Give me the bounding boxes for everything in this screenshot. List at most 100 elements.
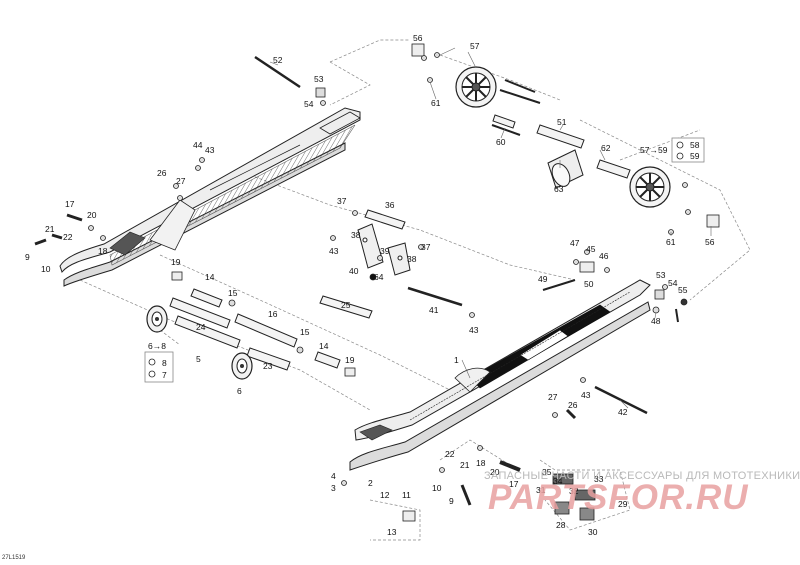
callout-60[interactable]: 60 (496, 137, 506, 147)
callout-63[interactable]: 63 (554, 184, 564, 194)
callout-43-right[interactable]: 43 (581, 390, 591, 400)
callout-15-lower[interactable]: 15 (300, 327, 310, 337)
callout-17-right[interactable]: 17 (509, 479, 519, 489)
idler-wheel-57-lower (629, 166, 671, 208)
callout-38[interactable]: 38 (351, 230, 361, 240)
callout-55[interactable]: 55 (678, 285, 688, 295)
callout-9-right[interactable]: 9 (449, 496, 454, 506)
callout-7[interactable]: 7 (162, 370, 167, 380)
left-slide-rail (59, 107, 361, 287)
callout-20-right[interactable]: 20 (490, 467, 500, 477)
callout-53[interactable]: 53 (314, 74, 324, 84)
callout-13[interactable]: 13 (387, 527, 397, 537)
callout-59[interactable]: 59 (690, 151, 700, 161)
callout-41[interactable]: 41 (429, 305, 439, 315)
callout-2[interactable]: 2 (368, 478, 373, 488)
callout-26-right[interactable]: 26 (568, 400, 578, 410)
callout-14-lower[interactable]: 14 (319, 341, 329, 351)
wheel-6-upper (146, 305, 168, 333)
callout-23[interactable]: 23 (263, 361, 273, 371)
callout-47[interactable]: 47 (570, 238, 580, 248)
callout-26[interactable]: 26 (157, 168, 167, 178)
callout-32[interactable]: 32 (569, 486, 579, 496)
callout-5[interactable]: 5 (196, 354, 201, 364)
shafts (169, 55, 648, 415)
callout-21-right[interactable]: 21 (460, 460, 470, 470)
callout-49[interactable]: 49 (538, 274, 548, 284)
callout-43-lower[interactable]: 43 (469, 325, 479, 335)
callout-25[interactable]: 25 (341, 300, 351, 310)
callout-20[interactable]: 20 (87, 210, 97, 220)
callout-53-right[interactable]: 53 (656, 270, 666, 280)
callout-43[interactable]: 43 (205, 145, 215, 155)
wheel-6-lower (231, 352, 253, 380)
callout-10-left[interactable]: 10 (41, 264, 51, 274)
callout-33[interactable]: 33 (594, 474, 604, 484)
callout-27-right[interactable]: 27 (548, 392, 558, 402)
tube-63 (547, 149, 584, 189)
callout-15[interactable]: 15 (228, 288, 238, 298)
callout-3[interactable]: 3 (331, 483, 336, 493)
callout-18-right[interactable]: 18 (476, 458, 486, 468)
callout-46[interactable]: 46 (599, 251, 609, 261)
callout-54[interactable]: 54 (304, 99, 314, 109)
callout-56[interactable]: 56 (413, 33, 423, 43)
callout-50[interactable]: 50 (584, 279, 594, 289)
figure-id: 27L1519 (2, 555, 26, 561)
callout-21[interactable]: 21 (45, 224, 55, 234)
callout-62[interactable]: 62 (601, 143, 611, 153)
callout-18[interactable]: 18 (98, 246, 108, 256)
callout-45[interactable]: 45 (586, 244, 596, 254)
callout-34[interactable]: 34 (553, 476, 563, 486)
callout-51[interactable]: 51 (557, 117, 567, 127)
callout-24[interactable]: 24 (196, 322, 206, 332)
callout-44[interactable]: 44 (193, 140, 203, 150)
callout-37[interactable]: 37 (337, 196, 347, 206)
callout-19[interactable]: 19 (171, 257, 181, 267)
callout-42[interactable]: 42 (618, 407, 628, 417)
callout-54-right[interactable]: 54 (668, 278, 678, 288)
callout-30[interactable]: 30 (588, 527, 598, 537)
callout-61-right[interactable]: 61 (666, 237, 676, 247)
kit-6-to-8[interactable]: 6→8 (148, 341, 166, 351)
callout-28[interactable]: 28 (556, 520, 566, 530)
callout-64[interactable]: 64 (374, 272, 384, 282)
callout-58[interactable]: 58 (690, 140, 700, 150)
callout-1[interactable]: 1 (454, 355, 459, 365)
callout-22[interactable]: 22 (63, 232, 73, 242)
callout-43-middle[interactable]: 43 (329, 246, 339, 256)
suspension-bracket (357, 223, 411, 276)
hardware (34, 43, 720, 522)
callout-52[interactable]: 52 (273, 55, 283, 65)
callout-14[interactable]: 14 (205, 272, 215, 282)
callout-56-right[interactable]: 56 (705, 237, 715, 247)
callout-10[interactable]: 10 (432, 483, 442, 493)
callout-29[interactable]: 29 (618, 499, 628, 509)
kit-57-to-59[interactable]: 57→59 (640, 145, 668, 155)
callout-39[interactable]: 39 (380, 246, 390, 256)
callout-38-right[interactable]: 38 (407, 254, 417, 264)
callout-4[interactable]: 4 (331, 471, 336, 481)
assembly-guide-lines (79, 39, 751, 541)
callout-11[interactable]: 11 (402, 490, 411, 500)
callout-17[interactable]: 17 (65, 199, 75, 209)
callout-61[interactable]: 61 (431, 98, 441, 108)
callout-16[interactable]: 16 (268, 309, 278, 319)
callout-48[interactable]: 48 (651, 316, 661, 326)
callout-6[interactable]: 6 (237, 386, 242, 396)
callout-36[interactable]: 36 (385, 200, 395, 210)
callout-35[interactable]: 35 (542, 467, 552, 477)
callout-57[interactable]: 57 (470, 41, 480, 51)
callout-27[interactable]: 27 (176, 176, 186, 186)
callout-9[interactable]: 9 (25, 252, 30, 262)
callout-40[interactable]: 40 (349, 266, 359, 276)
callout-19-lower[interactable]: 19 (345, 355, 355, 365)
callout-12[interactable]: 12 (380, 490, 390, 500)
callout-37-right[interactable]: 37 (421, 242, 431, 252)
callout-22-right[interactable]: 22 (445, 449, 455, 459)
callout-31[interactable]: 31 (536, 485, 546, 495)
idler-wheel-57 (455, 66, 497, 108)
watermark-logo: PARTSFOR.RU (488, 478, 749, 517)
callout-8[interactable]: 8 (162, 358, 167, 368)
